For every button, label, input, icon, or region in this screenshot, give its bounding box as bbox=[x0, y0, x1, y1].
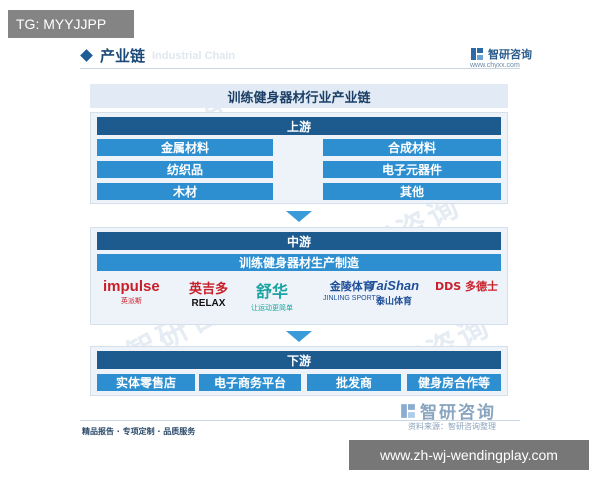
midstream-label: 中游 bbox=[97, 232, 501, 250]
footer-source: 资料来源：智研咨询整理 bbox=[408, 422, 496, 431]
main-title-bar: 训练健身器材行业产业链 bbox=[90, 84, 508, 108]
brand-logo: 智研咨询 bbox=[470, 46, 532, 62]
footer-slogan: 精品报告 · 专项定制 · 品质服务 bbox=[82, 427, 196, 436]
logo-main-text: impulse bbox=[103, 278, 160, 295]
logo-sub-text: 让运动更简单 bbox=[251, 304, 293, 312]
brand-url: www.chyxx.com bbox=[470, 62, 520, 69]
logo-sub-text: RELAX bbox=[191, 298, 226, 309]
upstream-item: 木材 bbox=[97, 183, 273, 200]
upstream-item: 纺织品 bbox=[97, 161, 273, 178]
logo-main-text: 英吉多 bbox=[189, 282, 229, 297]
upstream-item: 其他 bbox=[323, 183, 501, 200]
diamond-icon bbox=[80, 48, 93, 62]
section-title: 产业链 bbox=[100, 46, 146, 65]
zhiyan-logo-icon bbox=[471, 48, 483, 60]
logo-relax: 英吉多 RELAX bbox=[189, 278, 228, 309]
logo-main-text: 金陵体育 bbox=[329, 280, 374, 293]
logo-sub-text: 英派斯 bbox=[120, 297, 142, 305]
logo-sub-text: JINLING SPORTS bbox=[323, 295, 381, 302]
footer-brand-name: 智研咨询 bbox=[420, 403, 496, 423]
flow-arrow-icon bbox=[286, 211, 312, 222]
downstream-label: 下游 bbox=[97, 351, 501, 369]
downstream-panel: 下游 实体零售店 电子商务平台 批发商 健身房合作等 bbox=[90, 346, 508, 396]
downstream-item: 电子商务平台 bbox=[199, 374, 301, 391]
overlay-tag: TG: MYYJJPP bbox=[8, 10, 134, 38]
upstream-item: 合成材料 bbox=[323, 139, 501, 156]
section-header: 产业链 bbox=[80, 44, 146, 66]
logo-taishan: TaiShan 泰山体育 bbox=[369, 278, 419, 307]
upstream-item: 电子元器件 bbox=[323, 161, 501, 178]
footer-brand-logo: 智研咨询 bbox=[400, 398, 496, 423]
main-title: 训练健身器材行业产业链 bbox=[227, 90, 371, 106]
logo-jinling: 金陵体育 JINLING SPORTS bbox=[323, 278, 380, 302]
logo-sub-text: 泰山体育 bbox=[376, 297, 413, 307]
logo-dds: DDS 多德士 bbox=[435, 278, 498, 294]
flow-arrow-icon bbox=[286, 331, 312, 342]
upstream-item: 金属材料 bbox=[97, 139, 273, 156]
logo-impulse: impulse 英派斯 bbox=[103, 278, 160, 306]
midstream-sub-label: 训练健身器材生产制造 bbox=[97, 254, 501, 271]
downstream-item: 健身房合作等 bbox=[407, 374, 501, 391]
downstream-item: 实体零售店 bbox=[97, 374, 195, 391]
brand-name: 智研咨询 bbox=[488, 48, 532, 61]
logo-main-text: 舒华 bbox=[255, 282, 288, 301]
section-title-en: Industrial Chain bbox=[152, 50, 236, 62]
upstream-panel: 上游 金属材料 纺织品 木材 合成材料 电子元器件 其他 bbox=[90, 112, 508, 204]
zhiyan-logo-icon bbox=[401, 403, 415, 418]
footer-divider bbox=[80, 420, 520, 421]
header-divider bbox=[80, 68, 520, 69]
logo-main-text: TaiShan bbox=[369, 278, 420, 293]
downstream-item: 批发商 bbox=[307, 374, 401, 391]
logo-shuhua: 舒华 让运动更简单 bbox=[251, 278, 293, 313]
brand-logo-row: impulse 英派斯 英吉多 RELAX 舒华 让运动更简单 金陵体育 JIN… bbox=[97, 274, 501, 320]
logo-main-text: DDS 多德士 bbox=[435, 280, 499, 293]
upstream-label: 上游 bbox=[97, 117, 501, 135]
url-overlay: www.zh-wj-wendingplay.com bbox=[349, 440, 589, 470]
midstream-panel: 中游 训练健身器材生产制造 impulse 英派斯 英吉多 RELAX 舒华 让… bbox=[90, 227, 508, 325]
